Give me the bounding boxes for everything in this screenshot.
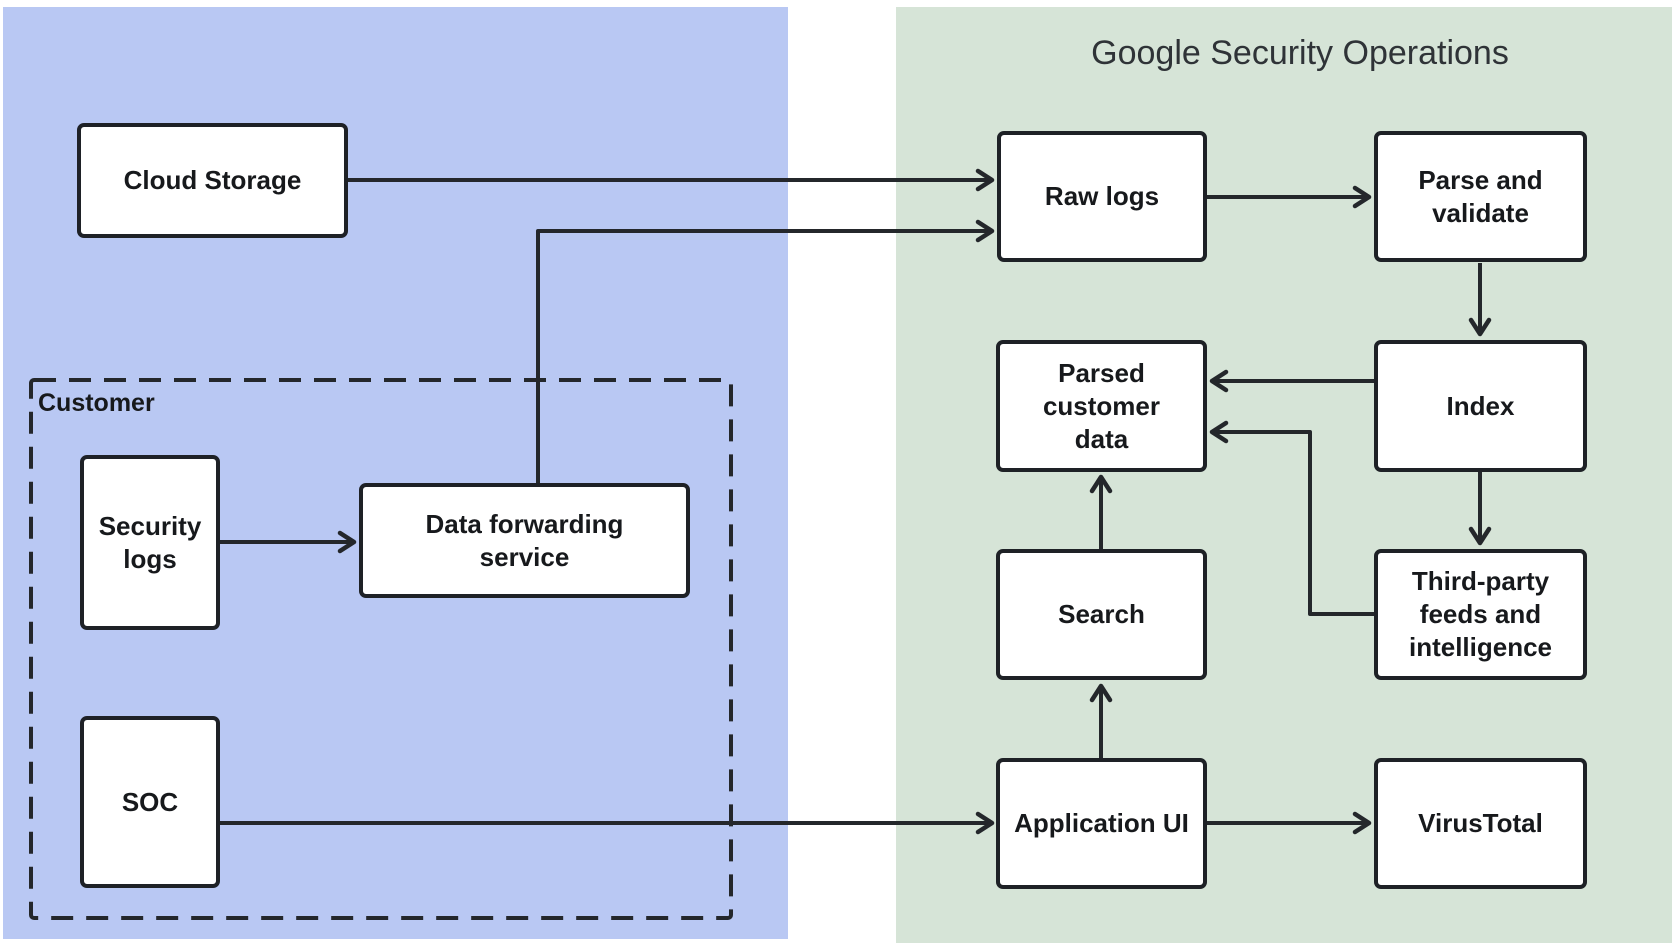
node-security-logs: Security logs: [80, 455, 220, 630]
edge-data-forwarding-to-raw-logs: [536, 219, 995, 483]
node-soc: SOC: [80, 716, 220, 888]
node-data-forwarding-service: Data forwarding service: [359, 483, 690, 598]
customer-group-label: Customer: [38, 389, 155, 417]
node-application-ui: Application UI: [996, 758, 1207, 889]
node-third-party-feeds: Third-party feeds and intelligence: [1374, 549, 1587, 680]
node-virustotal: VirusTotal: [1374, 758, 1587, 889]
node-search: Search: [996, 549, 1207, 680]
customer-group-boundary: [29, 378, 733, 920]
edge-third-party-to-parsed-customer-data: [1209, 420, 1374, 616]
node-raw-logs: Raw logs: [997, 131, 1207, 262]
node-cloud-storage: Cloud Storage: [77, 123, 348, 238]
diagram-title: Google Security Operations: [1091, 34, 1509, 72]
node-parse-and-validate: Parse and validate: [1374, 131, 1587, 262]
node-parsed-customer-data: Parsed customer data: [996, 340, 1207, 472]
node-index: Index: [1374, 340, 1587, 472]
